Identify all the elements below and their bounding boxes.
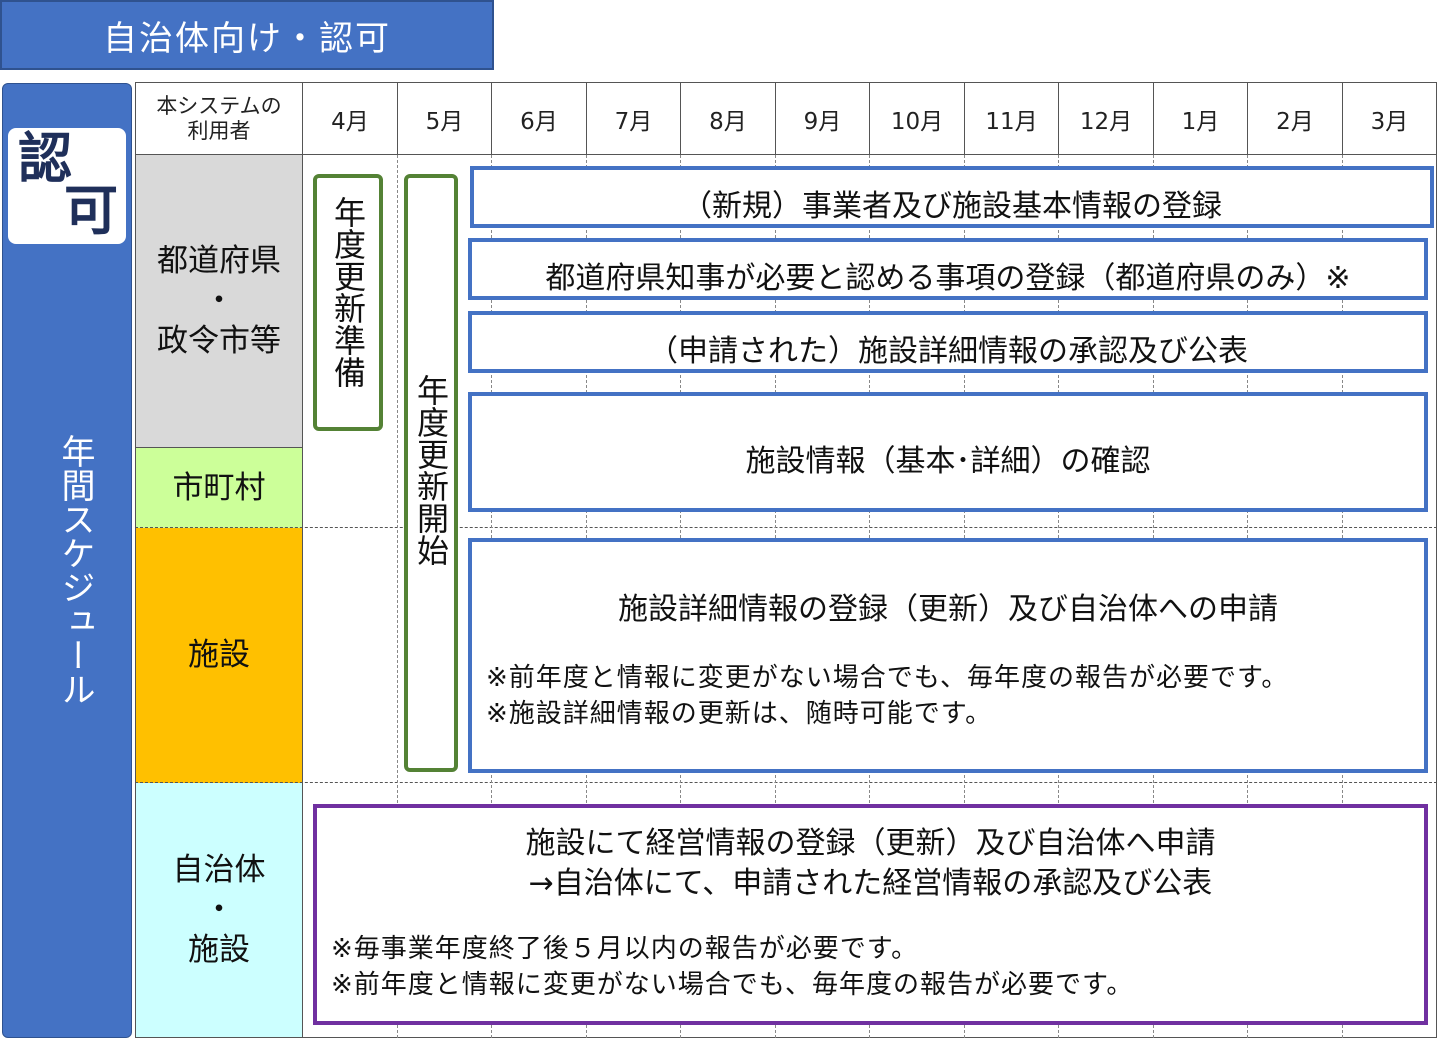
month-divider: [1058, 82, 1059, 154]
approval-badge: 認 可: [8, 128, 126, 244]
month-gridline: [397, 155, 398, 1038]
task-new-registration: （新規）事業者及び施設基本情報の登録: [470, 166, 1434, 228]
row-label-line: 施設: [188, 932, 250, 968]
month-divider: [775, 82, 776, 154]
page-title: 自治体向け・認可: [0, 0, 494, 70]
month-divider: [869, 82, 870, 154]
task-note: ※前年度と情報に変更がない場合でも、毎年度の報告が必要です。: [331, 970, 1134, 1000]
header-user-col: 本システムの 利用者: [136, 83, 302, 154]
month-header-aug: 8月: [709, 108, 747, 135]
row-bg-local-facility: [136, 783, 302, 1037]
annual-schedule-label: 年間スケジュール: [55, 434, 95, 706]
row-label-line: 自治体: [172, 852, 266, 888]
month-header-jun: 6月: [520, 108, 558, 135]
row-divider: [135, 782, 1437, 783]
task-confirm-info: 施設情報（基本･詳細）の確認: [468, 392, 1428, 512]
row-bg-prefecture: [136, 155, 302, 448]
month-header-may: 5月: [425, 108, 464, 135]
task-text: 施設情報（基本･詳細）の確認: [745, 444, 1151, 479]
task-annual-update-prep: 年度更新準備: [313, 174, 383, 431]
task-text: 年度更新準備: [329, 196, 367, 388]
month-header-jan: 1月: [1181, 108, 1220, 135]
header-user-line1: 本システムの: [156, 93, 282, 118]
month-header-feb: 2月: [1276, 108, 1314, 135]
month-header-nov: 11月: [985, 108, 1038, 135]
row-label-line: 市町村: [172, 469, 266, 506]
row-bg-municipality: [136, 448, 302, 528]
row-divider: [135, 447, 303, 448]
task-text: 年度更新開始: [412, 374, 450, 566]
month-divider: [680, 82, 681, 154]
month-divider: [1247, 82, 1248, 154]
row-label-line: 都道府県: [157, 243, 281, 279]
task-governor-items: 都道府県知事が必要と認める事項の登録（都道府県のみ）※: [468, 238, 1428, 300]
task-management-info: 施設にて経営情報の登録（更新）及び自治体へ申請 →自治体にて、申請された経営情報…: [313, 804, 1428, 1025]
task-note: ※施設詳細情報の更新は、随時可能です。: [486, 699, 993, 729]
row-label-line: 施設: [188, 637, 250, 673]
row-label-dot: ・: [203, 892, 235, 928]
month-divider: [964, 82, 965, 154]
row-label-line: 政令市等: [157, 323, 281, 359]
task-text: 施設詳細情報の登録（更新）及び自治体への申請: [618, 592, 1278, 627]
row-bg-facility: [136, 528, 302, 783]
row-label-facility: 施設: [136, 528, 302, 782]
month-header-jul: 7月: [614, 108, 653, 135]
task-text: 施設にて経営情報の登録（更新）及び自治体へ申請: [525, 826, 1216, 861]
user-col-divider: [302, 82, 303, 1038]
month-divider: [1342, 82, 1343, 154]
header-divider: [135, 154, 1437, 155]
task-text: →自治体にて、申請された経営情報の承認及び公表: [528, 866, 1213, 901]
month-header-sep: 9月: [803, 108, 842, 135]
row-divider: [135, 527, 1437, 528]
month-header-dec: 12月: [1079, 108, 1133, 135]
month-divider: [586, 82, 587, 154]
row-label-prefecture: 都道府県 ・ 政令市等: [136, 155, 302, 447]
task-facility-register: 施設詳細情報の登録（更新）及び自治体への申請 ※前年度と情報に変更がない場合でも…: [468, 538, 1428, 773]
month-divider: [491, 82, 492, 154]
badge-char-1: 認: [18, 127, 72, 190]
task-approve-detail: （申請された）施設詳細情報の承認及び公表: [468, 311, 1428, 373]
month-header-oct: 10月: [890, 108, 944, 135]
badge-char-2: 可: [64, 179, 118, 242]
row-label-local-facility: 自治体 ・ 施設: [136, 783, 302, 1037]
task-text: （申請された）施設詳細情報の承認及び公表: [648, 334, 1248, 369]
task-note: ※毎事業年度終了後５月以内の報告が必要です。: [331, 934, 919, 964]
task-text: 都道府県知事が必要と認める事項の登録（都道府県のみ）※: [545, 261, 1351, 296]
month-divider: [1153, 82, 1154, 154]
month-header-apr: 4月: [331, 108, 369, 135]
task-note: ※前年度と情報に変更がない場合でも、毎年度の報告が必要です。: [486, 663, 1289, 693]
month-divider: [397, 82, 398, 154]
month-header-mar: 3月: [1370, 108, 1409, 135]
row-label-dot: ・: [203, 283, 235, 319]
task-annual-update-start: 年度更新開始: [404, 174, 458, 772]
task-text: （新規）事業者及び施設基本情報の登録: [682, 189, 1222, 224]
header-user-line2: 利用者: [187, 118, 251, 143]
schedule-grid: [135, 82, 1437, 1038]
row-label-municipality: 市町村: [136, 448, 302, 527]
